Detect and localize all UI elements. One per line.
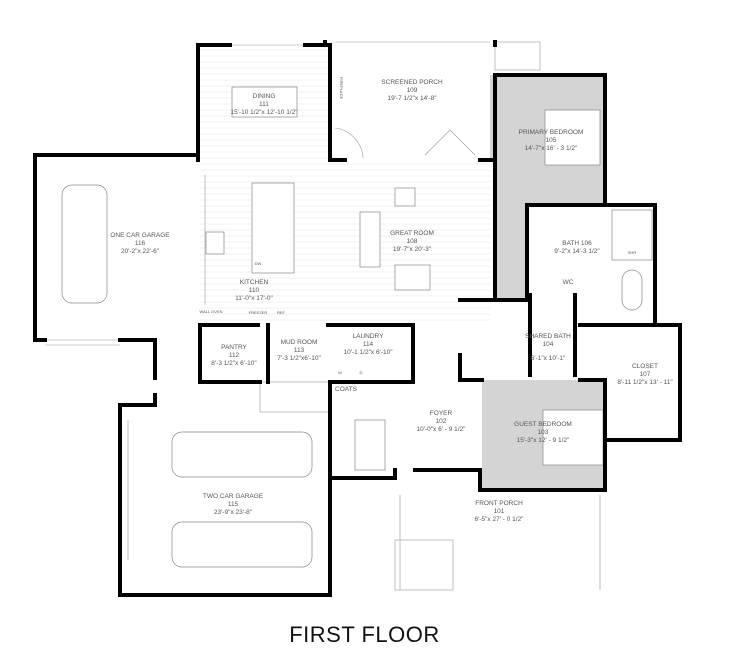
floor-hatching	[200, 49, 490, 321]
svg-text:113: 113	[294, 347, 305, 354]
ref-label: REF	[277, 310, 286, 315]
svg-text:102: 102	[436, 418, 447, 425]
bathtub	[621, 269, 643, 311]
car-sedan	[171, 521, 313, 568]
car-suv	[171, 431, 313, 478]
svg-text:GUEST BEDROOM: GUEST BEDROOM	[514, 421, 572, 428]
sofa	[359, 211, 381, 268]
svg-text:9'-2"x 14'-3 1/2": 9'-2"x 14'-3 1/2"	[554, 248, 600, 255]
svg-text:110: 110	[249, 287, 260, 294]
chair-pair	[394, 264, 431, 291]
svg-text:SHARED BATH: SHARED BATH	[525, 333, 571, 340]
kitchen-island	[251, 182, 295, 274]
coats-label: COATS	[335, 386, 358, 393]
svg-text:11'-0"x 17'-0": 11'-0"x 17'-0"	[235, 295, 273, 302]
svg-text:19'-7"x 20'-3": 19'-7"x 20'-3"	[393, 246, 432, 253]
svg-text:PRIMARY BEDROOM: PRIMARY BEDROOM	[519, 129, 584, 136]
svg-text:TWO CAR GARAGE: TWO CAR GARAGE	[203, 493, 264, 500]
svg-text:114: 114	[363, 341, 374, 348]
svg-text:10'-1 1/2"x 6'-10": 10'-1 1/2"x 6'-10"	[343, 349, 393, 356]
svg-text:BATH 106: BATH 106	[562, 240, 592, 247]
svg-text:116: 116	[135, 240, 146, 247]
wc-label: WC	[563, 279, 574, 286]
primary-bedroom-fill	[490, 75, 605, 300]
svg-text:107: 107	[640, 371, 651, 378]
svg-text:10'-0"x 6' - 9 1/2": 10'-0"x 6' - 9 1/2"	[416, 426, 466, 433]
furniture	[61, 86, 653, 568]
svg-text:FOYER: FOYER	[430, 410, 453, 417]
svg-text:19'-7 1/2"x 14'-8": 19'-7 1/2"x 14'-8"	[387, 95, 437, 102]
svg-text:8'-11 1/2"x 13' - 11": 8'-11 1/2"x 13' - 11"	[617, 379, 673, 386]
primary-shower	[611, 209, 653, 261]
svg-text:6'-5"x 27' - 0 1/2": 6'-5"x 27' - 0 1/2"	[474, 516, 524, 523]
svg-text:115: 115	[228, 501, 239, 508]
chair	[394, 187, 416, 207]
svg-text:104: 104	[543, 341, 554, 348]
dining-table	[231, 86, 298, 118]
stairs	[354, 419, 386, 471]
svg-text:6'-1"x 10'-1": 6'-1"x 10'-1"	[531, 355, 566, 362]
svg-text:CLOSET: CLOSET	[632, 363, 658, 370]
svg-text:KITCHEN: KITCHEN	[240, 279, 269, 286]
guest-bed	[542, 409, 604, 466]
wall-oven-label: WALL OVEN	[199, 309, 222, 314]
svg-text:103: 103	[538, 429, 549, 436]
freezer-label: FREEZER	[249, 310, 268, 315]
svg-text:109: 109	[407, 87, 418, 94]
dryer-label: D	[360, 370, 363, 375]
svg-text:111: 111	[259, 101, 269, 108]
svg-text:SCREENED PORCH: SCREENED PORCH	[381, 79, 443, 86]
floor-title: FIRST FLOOR	[289, 622, 440, 647]
svg-text:105: 105	[546, 137, 557, 144]
svg-text:112: 112	[229, 352, 240, 359]
walls	[33, 40, 682, 597]
svg-text:8'-3 1/2"x 6'-10": 8'-3 1/2"x 6'-10"	[211, 360, 257, 367]
car-single-garage	[61, 184, 108, 304]
svg-text:23'-9"x 23'-8": 23'-9"x 23'-8"	[214, 509, 253, 516]
svg-text:14'-7"x 16' - 3 1/2": 14'-7"x 16' - 3 1/2"	[525, 145, 578, 152]
svg-text:GREAT ROOM: GREAT ROOM	[390, 230, 434, 237]
svg-text:ONE CAR GARAGE: ONE CAR GARAGE	[110, 232, 170, 239]
svg-text:DINING: DINING	[253, 93, 276, 100]
svg-text:15'-10 1/2"x 12'-10 1/2": 15'-10 1/2"x 12'-10 1/2"	[230, 109, 298, 116]
svg-text:20'-2"x 22'-6": 20'-2"x 22'-6"	[121, 248, 160, 255]
cooktop	[205, 231, 225, 255]
washer-label: W	[338, 370, 342, 375]
fireplace-label: FIREPLACE	[339, 77, 344, 100]
primary-bed	[544, 109, 601, 166]
dw-label: DW	[255, 261, 262, 266]
svg-text:PANTRY: PANTRY	[221, 344, 247, 351]
svg-text:FRONT PORCH: FRONT PORCH	[475, 500, 523, 507]
svg-text:MUD ROOM: MUD ROOM	[281, 339, 318, 346]
svg-text:101: 101	[494, 508, 505, 515]
svg-text:7'-3 1/2"x6'-10": 7'-3 1/2"x6'-10"	[277, 355, 321, 362]
svg-text:LAUNDRY: LAUNDRY	[353, 333, 385, 340]
shower-label: SHR	[628, 250, 637, 255]
svg-text:15'-3"x 12' - 9 1/2": 15'-3"x 12' - 9 1/2"	[517, 437, 570, 444]
svg-text:108: 108	[407, 238, 418, 245]
